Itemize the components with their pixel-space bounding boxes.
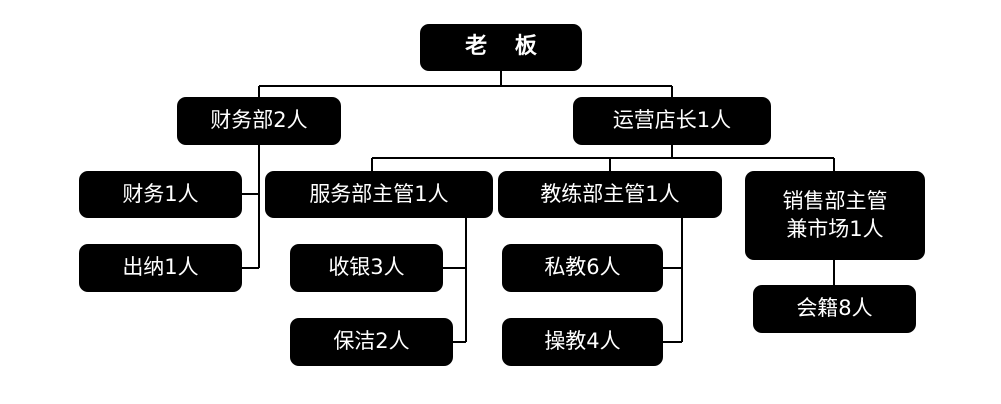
node-cashier-staff: 收银3人 — [290, 244, 443, 292]
node-coach-supervisor: 教练部主管1人 — [498, 171, 722, 218]
node-sales-supervisor: 销售部主管 兼市场1人 — [745, 171, 925, 260]
node-boss: 老 板 — [420, 24, 582, 71]
node-finance: 财务1人 — [79, 171, 242, 218]
node-sales-supervisor-line2: 兼市场1人 — [786, 216, 884, 241]
node-sales-supervisor-line1: 销售部主管 — [782, 189, 888, 214]
node-finance-dept: 财务部2人 — [177, 97, 341, 145]
node-cashier: 出纳1人 — [79, 244, 242, 292]
node-group-trainer: 操教4人 — [502, 318, 663, 366]
node-service-supervisor: 服务部主管1人 — [265, 171, 493, 218]
node-cleaning-staff: 保洁2人 — [290, 318, 453, 366]
node-membership-sales: 会籍8人 — [753, 285, 916, 333]
node-ops-manager: 运营店长1人 — [573, 97, 771, 145]
node-personal-trainer: 私教6人 — [502, 244, 663, 292]
